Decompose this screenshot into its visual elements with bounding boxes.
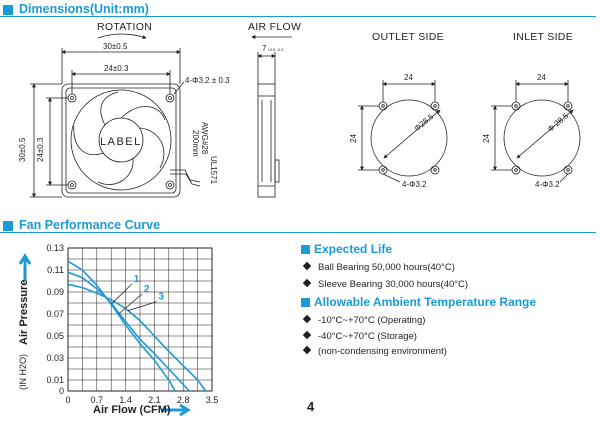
fan-wire <box>170 169 201 183</box>
fan-blade <box>120 106 166 121</box>
y-axis-arrow-icon <box>18 253 32 281</box>
bullet-icon <box>302 278 312 288</box>
temperature-item: -10°C~+70°C (Operating) <box>302 314 425 326</box>
outlet-side-label: OUTLET SIDE <box>372 31 444 43</box>
dim-width-outer: 30±0.5 <box>103 42 128 51</box>
inlet-dim-top: 24 <box>537 73 546 82</box>
chart-y-tick-label: 0.07 <box>46 309 64 319</box>
chart-series-line <box>67 260 176 392</box>
temperature-item: -40°C~+70°C (Storage) <box>302 330 417 342</box>
bullet-icon <box>302 314 312 324</box>
fan-blade <box>97 157 134 185</box>
fan-front-frame <box>61 83 181 198</box>
rotation-label: ROTATION <box>97 21 153 33</box>
section-marker-icon <box>3 221 13 231</box>
dim-thickness-value: 7 <box>262 44 267 53</box>
section-rule <box>0 16 596 17</box>
expected-life-item: Sleeve Bearing 30,000 hours(40°C) <box>302 278 468 290</box>
x-axis-arrow-icon <box>162 403 191 417</box>
chart-y-tick-label: 0.13 <box>46 243 64 253</box>
bullet-icon <box>302 261 312 271</box>
dimensions-section-header: Dimensions(Unit:mm) <box>0 2 600 17</box>
chart-x-tick-label: 0 <box>65 395 70 405</box>
chart-x-label: Air Flow (CFM) <box>93 404 171 416</box>
bullet-icon <box>302 345 312 355</box>
dim-thickness: 7+0.5 -0.3 <box>262 44 283 53</box>
section-rule <box>0 232 596 233</box>
chart-y-tick-label: 0.05 <box>46 331 64 341</box>
chart-annotation-leader <box>118 293 143 315</box>
inlet-side-view <box>491 80 581 183</box>
fan-label-text: LABEL <box>100 136 142 148</box>
chart-annotation-label: 2 <box>144 284 150 295</box>
page-number: 4 <box>307 399 315 414</box>
dimensions-title: Dimensions(Unit:mm) <box>19 2 149 16</box>
chart-x-tick-label: 2.1 <box>148 395 161 405</box>
fan-blade <box>100 91 119 126</box>
inlet-side-label: INLET SIDE <box>513 31 573 43</box>
expected-life-title: Expected Life <box>314 242 393 256</box>
chart-annotation-label: 1 <box>134 274 140 285</box>
chart-x-tick-label: 0.7 <box>91 395 104 405</box>
chart-y-tick-label: 0.09 <box>46 287 64 297</box>
expected-life-item: Ball Bearing 50,000 hours(40°C) <box>302 261 455 273</box>
chart-y-tick-label: 0.11 <box>47 265 64 275</box>
temperature-item: (non-condensing environment) <box>302 345 447 357</box>
chart-series-line <box>67 271 190 392</box>
chart-annotation-leader <box>110 283 133 305</box>
chart-y-tick-label: 0.03 <box>46 353 64 363</box>
fan-blade <box>73 125 104 156</box>
mount-hole <box>165 180 175 190</box>
performance-title: Fan Performance Curve <box>19 218 161 232</box>
temperature-title: Allowable Ambient Temperature Range <box>314 295 537 309</box>
performance-section-header: Fan Performance Curve <box>0 218 600 233</box>
rotation-arrow <box>97 33 147 39</box>
dim-holes: 4-Φ3.2 ± 0.3 <box>185 76 230 85</box>
fan-blade-ring <box>70 89 172 191</box>
chart-x-tick-label: 1.4 <box>119 395 132 405</box>
outlet-dim-top: 24 <box>404 73 413 82</box>
chart-y-label: Air Pressure <box>18 279 30 345</box>
dim-thickness-tol: +0.5 -0.3 <box>267 47 284 52</box>
fan-blade <box>139 127 165 169</box>
chart-y-tick-label: 0.01 <box>46 375 64 385</box>
dim-width-inner: 24±0.3 <box>104 64 129 73</box>
outlet-dim-holes: 4-Φ3.2 <box>402 180 427 189</box>
fan-side-view <box>257 83 276 198</box>
chart-annotation-leader <box>127 301 157 312</box>
inlet-dim-holes: 4-Φ3.2 <box>535 180 560 189</box>
outlet-side-view <box>358 80 448 183</box>
temperature-marker-icon <box>301 298 310 307</box>
chart-x-tick-label: 2.8 <box>177 395 190 405</box>
chart-frame <box>67 247 213 392</box>
chart-y-tick-label: 0 <box>59 386 64 396</box>
chart-annotation-label: 3 <box>158 292 164 303</box>
bullet-icon <box>302 330 312 340</box>
airflow-label: AIR FLOW <box>248 21 302 33</box>
chart-x-tick-label: 3.5 <box>206 395 219 405</box>
chart-y-unit: (IN H2O) <box>18 354 28 390</box>
fan-front-inner <box>65 87 177 194</box>
expected-life-marker-icon <box>301 245 310 254</box>
chart-series-line <box>67 283 207 392</box>
section-marker-icon <box>3 5 13 15</box>
